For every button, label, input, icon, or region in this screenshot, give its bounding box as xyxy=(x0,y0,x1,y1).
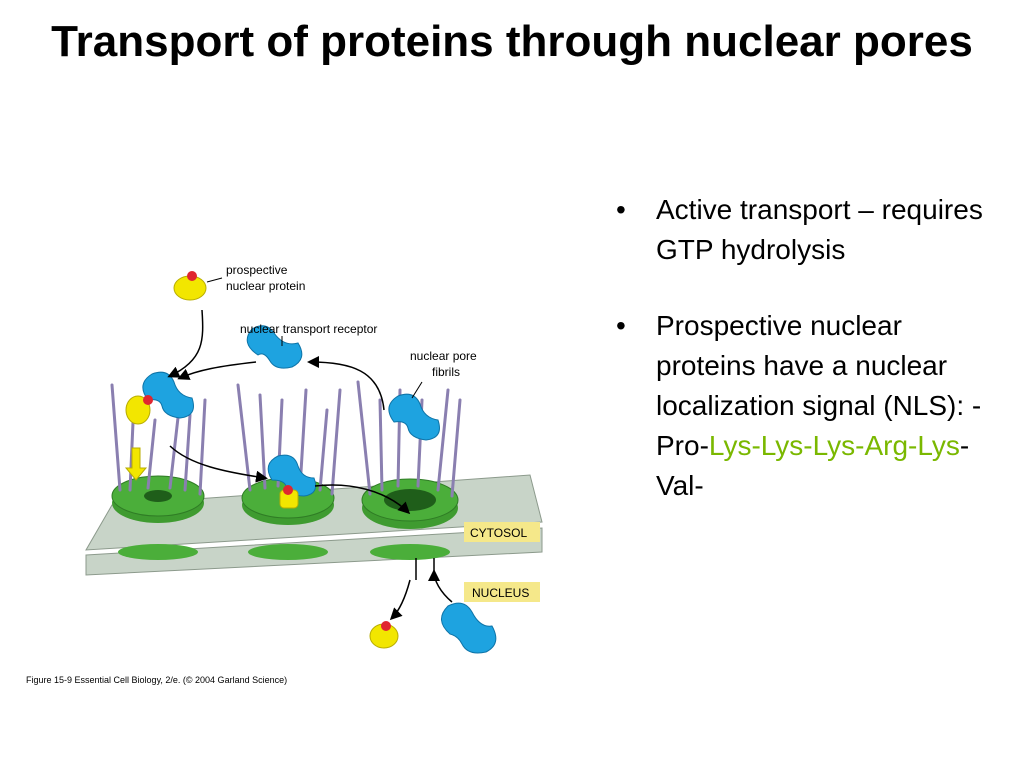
transport-receptor-left xyxy=(142,371,194,419)
slide-title: Transport of proteins through nuclear po… xyxy=(51,17,973,66)
cytosol-label-box xyxy=(464,522,540,542)
nucleus-label: NUCLEUS xyxy=(472,586,529,600)
cytosol-label: CYTOSOL xyxy=(470,526,527,540)
nuclear-pore-fibrils xyxy=(110,380,462,498)
bullet-list: • Active transport – requires GTP hydrol… xyxy=(612,190,992,542)
bullet-text: Active transport – requires GTP hydrolys… xyxy=(656,194,983,265)
bullet-item-active-transport: • Active transport – requires GTP hydrol… xyxy=(612,190,992,270)
protein-receptor-complex-left xyxy=(125,395,153,425)
label-prospective: prospective xyxy=(226,263,288,277)
protein-in-pore xyxy=(279,485,299,509)
nuclear-protein-released xyxy=(369,621,399,649)
binding-arrow-icon xyxy=(124,447,148,481)
transport-receptor-nucleus xyxy=(441,602,497,654)
pathway-arrows xyxy=(167,309,453,621)
pore-right xyxy=(361,478,459,560)
label-fibrils: fibrils xyxy=(432,365,460,379)
transport-receptor-right xyxy=(388,393,440,441)
label-nuclear-protein: nuclear protein xyxy=(226,279,305,293)
bullet-item-nls: • Prospective nuclear proteins have a nu… xyxy=(612,306,992,506)
bullet-dot: • xyxy=(616,310,626,341)
nls-sequence-highlight: Lys-Lys-Lys-Arg-Lys xyxy=(708,430,960,461)
transport-receptor-top xyxy=(246,325,303,369)
prospective-nuclear-protein-top xyxy=(173,271,207,301)
nucleus-label-box xyxy=(464,582,540,602)
figure-caption: Figure 15-9 Essential Cell Biology, 2/e.… xyxy=(26,675,288,685)
pore-left xyxy=(111,475,205,560)
bullet-text-prefix: Prospective nuclear proteins have a nucl… xyxy=(656,310,982,461)
label-transport-receptor: nuclear transport receptor xyxy=(240,322,377,336)
nuclear-pore-diagram: prospective nuclear protein nuclear tran… xyxy=(85,263,543,654)
bullet-dot: • xyxy=(616,194,626,225)
bullet-text-suffix: -Val- xyxy=(656,430,970,501)
label-nuclear-pore: nuclear pore xyxy=(410,349,477,363)
